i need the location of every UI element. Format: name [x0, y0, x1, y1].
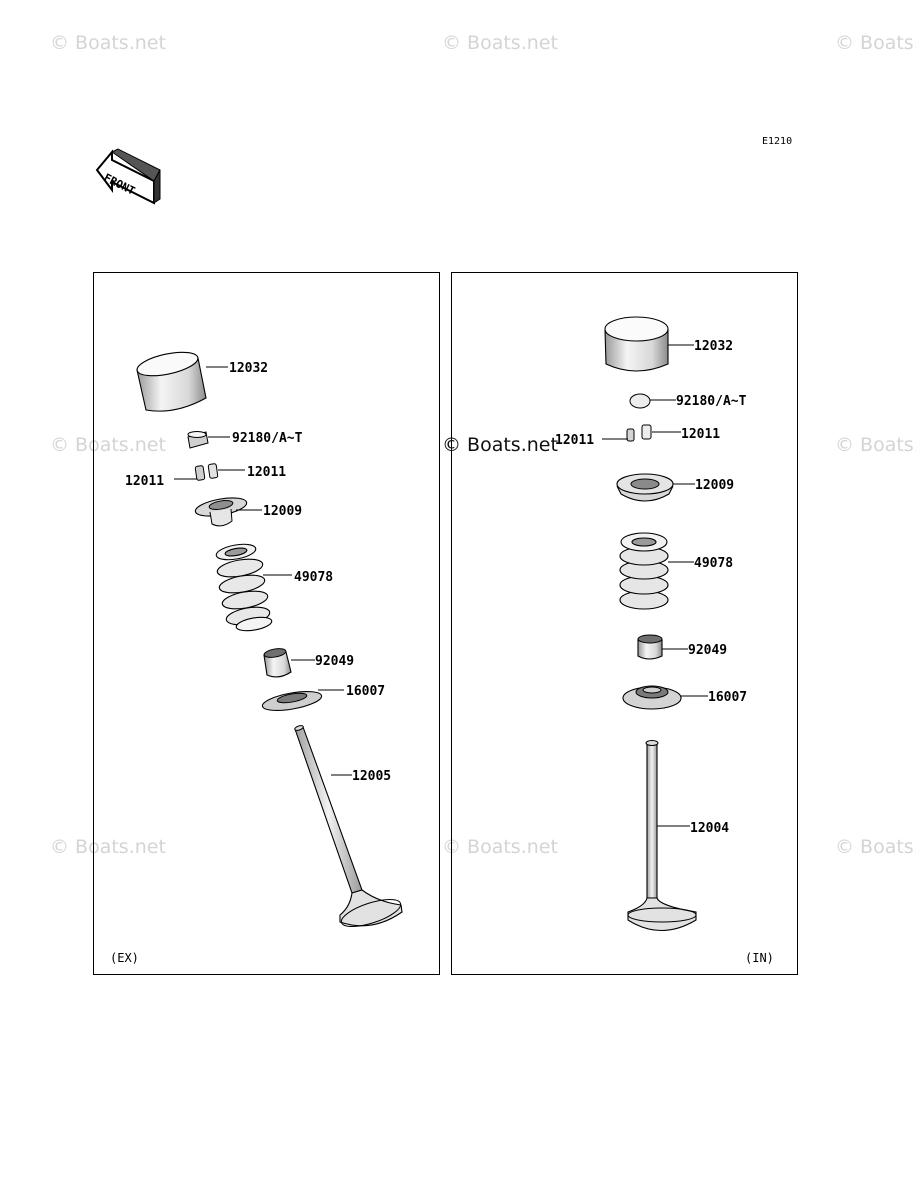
- spring-seat-ex: [261, 691, 323, 711]
- part-number: 16007: [346, 684, 385, 699]
- part-number: 12011: [125, 474, 164, 489]
- exhaust-panel: [93, 272, 440, 975]
- watermark: © Boats.net: [50, 32, 166, 54]
- part-number: 92049: [688, 643, 727, 658]
- part-number: 12004: [690, 821, 729, 836]
- watermark: © Boats.net: [835, 836, 916, 858]
- watermark: © Boats.net: [50, 434, 166, 456]
- exhaust-label: (EX): [110, 951, 139, 965]
- valve-keepers-in: [626, 424, 652, 442]
- part-number: 92049: [315, 654, 354, 669]
- exhaust-valve: [294, 725, 403, 927]
- part-number: 92180/A~T: [232, 431, 303, 446]
- watermark: © Boats.net: [442, 32, 558, 54]
- watermark: © Boats.net: [442, 836, 558, 858]
- part-number: 12032: [694, 339, 733, 354]
- intake-panel: [451, 272, 798, 975]
- part-number: 12011: [247, 465, 286, 480]
- part-number: 92180/A~T: [676, 394, 747, 409]
- watermark: © Boats.net: [835, 434, 916, 456]
- watermark-overlay: © Boats.net: [442, 434, 558, 456]
- spring-seat-in: [622, 685, 682, 710]
- spring-retainer-in: [616, 473, 674, 502]
- front-arrow-icon: FRONT: [95, 148, 161, 205]
- shim-ex: [187, 431, 209, 449]
- part-number: 12005: [352, 769, 391, 784]
- intake-label: (IN): [745, 951, 774, 965]
- shim-in: [629, 393, 651, 409]
- part-number: 16007: [708, 690, 747, 705]
- part-number: 12011: [681, 427, 720, 442]
- valve-spring-in: [619, 532, 669, 610]
- intake-valve: [627, 740, 697, 931]
- part-number: 12009: [263, 504, 302, 519]
- part-number: 12011: [555, 433, 594, 448]
- part-number: 12032: [229, 361, 268, 376]
- watermark: © Boats.net: [835, 32, 916, 54]
- spring-retainer-ex: [194, 497, 248, 527]
- part-number: 49078: [294, 570, 333, 585]
- valve-keepers-ex: [194, 463, 219, 481]
- tappet-bucket-ex: [136, 351, 207, 412]
- valve-spring-ex: [215, 543, 273, 632]
- tappet-bucket-in: [604, 316, 669, 372]
- diagram-code: E1210: [762, 136, 792, 147]
- watermark: © Boats.net: [50, 836, 166, 858]
- stem-seal-in: [637, 634, 663, 660]
- part-number: 49078: [694, 556, 733, 571]
- stem-seal-ex: [263, 648, 292, 678]
- part-number: 12009: [695, 478, 734, 493]
